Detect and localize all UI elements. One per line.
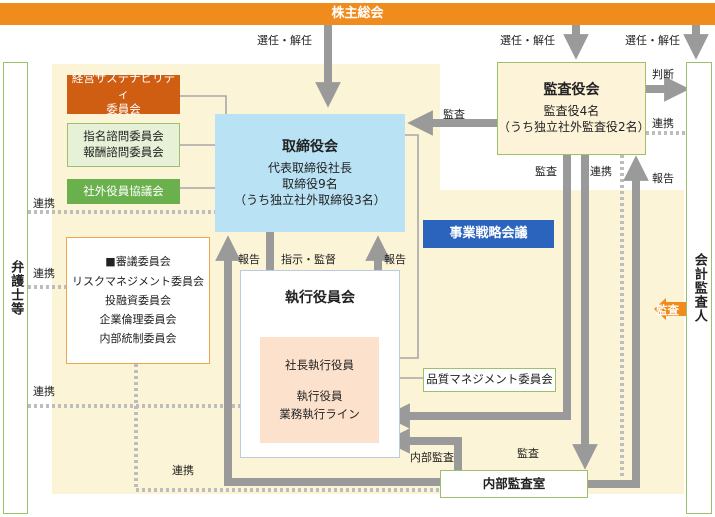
exec-officers-inner-box: 社長執行役員 執行役員 業務執行ライン (260, 337, 379, 443)
outside-officers-label: 社外役員協議会 (83, 183, 164, 198)
nomination-committee-box: 指名諮問委員会 報酬諮問委員会 (67, 123, 180, 167)
board-of-directors-box: 取締役会 代表取締役社長 取締役9名 （うち独立社外取締役3名） (215, 114, 405, 232)
audit-board-line2: （うち独立社外監査役2名） (498, 120, 650, 135)
accounting-auditor-box: 会計監査人 (686, 62, 712, 514)
instruct-label: 指示・監督 (281, 253, 336, 266)
committee-item: ■審議委員会 (105, 255, 171, 269)
report-label: 報告 (652, 172, 674, 185)
lawyers-label: 弁護士等 (8, 260, 24, 316)
elect-label: 選任・解任 (257, 34, 312, 47)
quality-label: 品質マネジメント委員会 (426, 372, 553, 387)
sustainability-line1: 経営サステナビリティ (71, 71, 176, 101)
link-label: 連携 (33, 197, 55, 210)
nomination-line1: 指名諮問委員会 (83, 129, 164, 144)
sustainability-committee-box: 経営サステナビリティ 委員会 (67, 71, 180, 116)
audit-board-line1: 監査役4名 (543, 104, 600, 119)
committee-item: 内部統制委員会 (99, 332, 177, 346)
lawyers-box: 弁護士等 (3, 62, 28, 514)
elect-label: 選任・解任 (500, 34, 555, 47)
link-label: 連携 (172, 464, 194, 477)
elect-label: 選任・解任 (625, 34, 680, 47)
audit-label: 監査 (443, 108, 465, 121)
dotted-link-lines (28, 131, 700, 492)
link-label: 連携 (590, 165, 612, 178)
audit-label: 監査 (517, 447, 539, 460)
board-line1: 代表取締役社長 (267, 160, 352, 175)
report-label: 報告 (384, 253, 406, 266)
nomination-line2: 報酬諮問委員会 (83, 145, 164, 159)
internal-audit-box: 内部監査室 (440, 470, 588, 498)
exec-committee-title: 執行役員会 (241, 289, 399, 308)
committee-item: 投融資委員会 (105, 293, 171, 307)
accounting-auditor-label: 会計監査人 (691, 253, 707, 323)
business-line-label: 業務執行ライン (279, 406, 360, 421)
link-label: 連携 (652, 117, 674, 130)
strategy-meeting-box: 事業戦略会議 (423, 220, 554, 248)
shareholders-label: 株主総会 (331, 6, 384, 22)
exec-officers-label: 執行役員 (296, 389, 343, 404)
audit-arrow-orange (654, 298, 686, 320)
audit-board-title: 監査役会 (543, 82, 600, 99)
quality-committee-box: 品質マネジメント委員会 (423, 368, 556, 392)
executive-committee-box: 執行役員会 社長執行役員 執行役員 業務執行ライン (240, 270, 400, 458)
report-label: 報告 (238, 253, 260, 266)
judgment-label: 判断 (652, 68, 674, 81)
sustainability-line2: 委員会 (106, 102, 141, 117)
exec-committee-title-text: 執行役員会 (285, 290, 355, 306)
audit-label: 監査 (535, 165, 557, 178)
strategy-label: 事業戦略会議 (449, 226, 528, 242)
internal-audit-edge-label: 内部監査 (410, 451, 454, 464)
audit-board-box: 監査役会 監査役4名 （うち独立社外監査役2名） (497, 62, 650, 155)
committees-box: ■審議委員会 リスクマネジメント委員会 投融資委員会 企業倫理委員会 内部統制委… (66, 237, 210, 364)
board-title: 取締役会 (282, 138, 338, 155)
link-label: 連携 (33, 385, 55, 398)
board-line2: 取締役9名 (282, 176, 338, 191)
outside-officers-box: 社外役員協議会 (67, 179, 180, 204)
committee-item: リスクマネジメント委員会 (72, 274, 204, 288)
committee-item: 企業倫理委員会 (99, 313, 177, 327)
link-label: 連携 (33, 267, 55, 280)
accounting-audit-label: 監査 (656, 303, 679, 317)
internal-audit-label: 内部監査室 (482, 475, 546, 491)
board-line3: （うち独立社外取締役3名） (234, 193, 386, 208)
president-label: 社長執行役員 (285, 358, 354, 373)
shareholders-meeting-bar: 株主総会 (0, 3, 715, 25)
